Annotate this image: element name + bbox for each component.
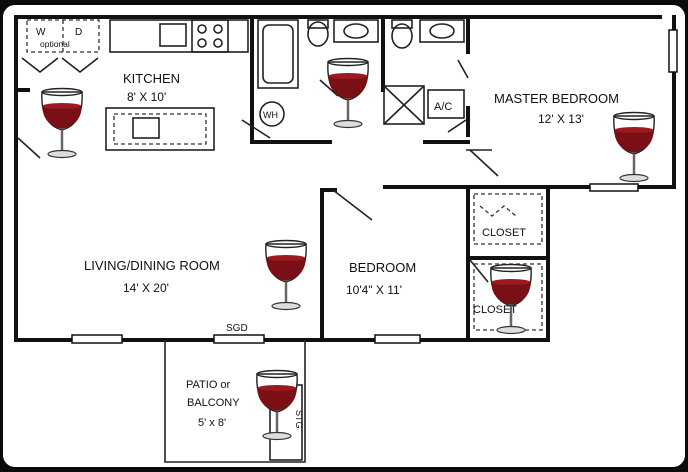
closet-bedroom-label: CLOSET: [473, 304, 517, 316]
bathrooms: WH A/C: [257, 19, 465, 127]
dryer-label: D: [75, 27, 82, 38]
stove: [191, 19, 229, 53]
water-heater: [259, 101, 285, 127]
patio-size: 5' x 8': [198, 417, 226, 429]
kitchen-size: 8' X 10': [127, 90, 166, 104]
closets: CLOSET CLOSET: [473, 193, 543, 331]
counter: [109, 19, 249, 53]
master-bedroom-size: 12' X 13': [538, 112, 584, 126]
master-bedroom: MASTER BEDROOM 12' X 13': [494, 91, 619, 126]
living-dining-size: 14' X 20': [123, 281, 169, 295]
bathtub: [257, 19, 299, 89]
doors: [17, 59, 499, 283]
dishwasher: [132, 117, 160, 139]
sgd-label: SGD: [226, 323, 248, 334]
patio-name-line2: BALCONY: [187, 397, 240, 409]
kitchen: W D optional KITCHEN 8' X 10': [21, 19, 249, 151]
kitchen-name: KITCHEN: [123, 71, 180, 86]
optional-label: optional: [40, 39, 70, 49]
bedroom-size: 10'4" X 11': [346, 283, 402, 297]
living-dining-name: LIVING/DINING ROOM: [84, 258, 220, 273]
patio-name-line1: PATIO or: [186, 379, 231, 391]
vanity: [333, 19, 379, 43]
shower: [383, 85, 425, 125]
toilet: [307, 21, 329, 47]
paper: [3, 5, 685, 467]
storage-label: STG: [294, 410, 304, 429]
master-bedroom-name: MASTER BEDROOM: [494, 91, 619, 106]
bedroom-name: BEDROOM: [349, 260, 416, 275]
washer-label: W: [36, 27, 46, 38]
toilet-master: [391, 23, 413, 49]
vanity-master: [419, 19, 465, 43]
closet-master-label: CLOSET: [482, 227, 526, 239]
patio: PATIO or BALCONY 5' x 8' STG: [186, 379, 304, 461]
ac-label: A/C: [434, 101, 452, 113]
walls: [14, 15, 676, 463]
kitchen-island: [105, 107, 215, 151]
sink: [159, 23, 187, 47]
windows: [71, 29, 678, 344]
water-heater-label: WH: [263, 110, 278, 120]
ac-closet: [427, 89, 465, 119]
